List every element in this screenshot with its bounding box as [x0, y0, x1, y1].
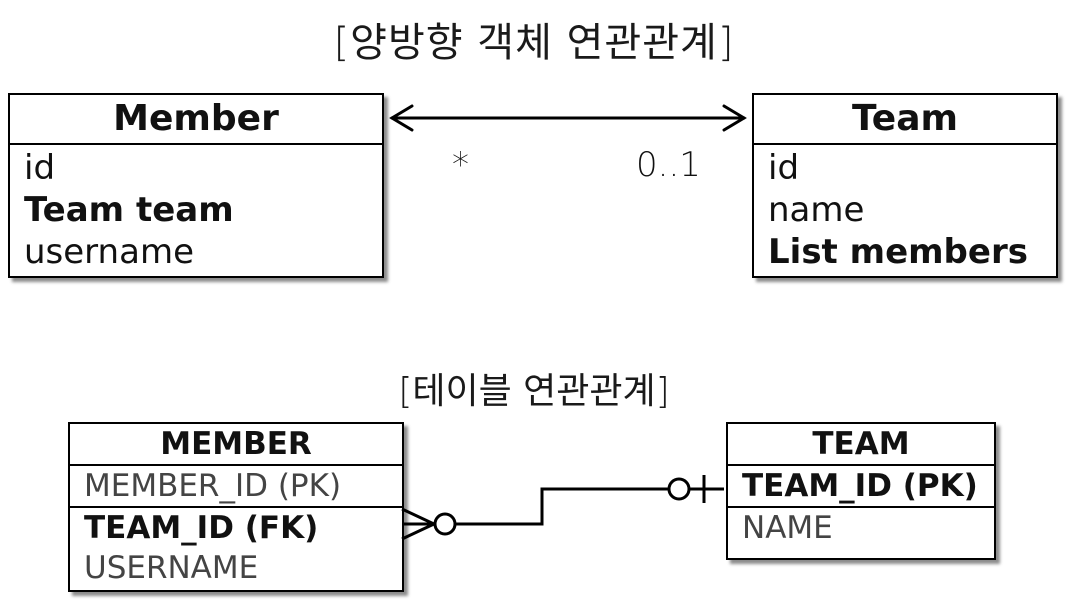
member-field-id: id [24, 148, 56, 188]
member-class-box: Member id Team team username [8, 93, 384, 278]
crows-foot-zero-or-many-icon [401, 507, 457, 541]
team-multiplicity: 0..1 [636, 145, 701, 185]
bidirectional-association-arrow [389, 104, 747, 132]
team-class-box: Team id name List members [752, 93, 1058, 278]
team-field-name: name [768, 190, 865, 230]
member-column-team-id: TEAM_ID (FK) [84, 510, 319, 546]
member-table-box: MEMBER MEMBER_ID (PK) TEAM_ID (FK) USERN… [68, 422, 404, 592]
member-multiplicity: * [452, 145, 469, 185]
member-field-username: username [24, 232, 194, 272]
table-relation-title: [테이블 연관관계] [398, 371, 670, 412]
member-column-username: USERNAME [84, 550, 259, 586]
object-relation-title: [양방향 객체 연관관계] [333, 20, 735, 66]
member-class-name: Member [10, 95, 382, 145]
team-class-name: Team [754, 95, 1056, 145]
team-field-id: id [768, 148, 800, 188]
member-table-name: MEMBER [70, 424, 402, 466]
zero-or-one-icon [667, 475, 724, 503]
member-field-team: Team team [24, 190, 234, 230]
team-table-box: TEAM TEAM_ID (PK) NAME [726, 422, 996, 560]
team-column-team-id: TEAM_ID (PK) [728, 466, 994, 508]
team-column-name: NAME [742, 510, 833, 546]
member-column-member-id: MEMBER_ID (PK) [70, 466, 402, 508]
team-table-name: TEAM [728, 424, 994, 466]
team-field-members: List members [768, 232, 1028, 272]
erd-relationship-line [401, 475, 724, 541]
